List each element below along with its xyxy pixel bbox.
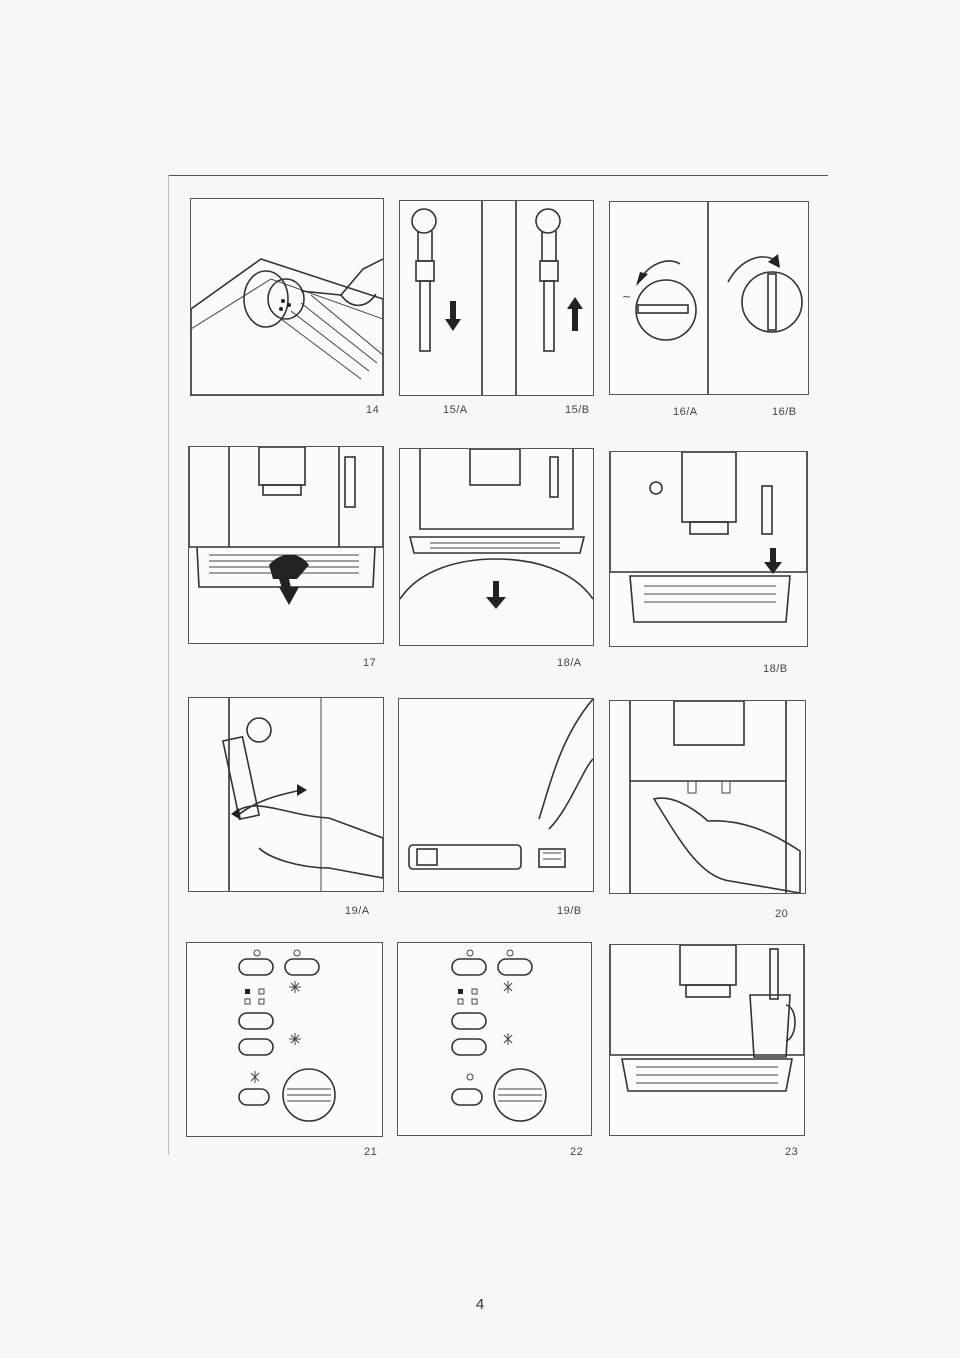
figure-21-caption: 21 — [364, 1146, 378, 1158]
figure-16-panel: ~ — [609, 201, 809, 395]
figure-14-caption: 14 — [366, 404, 380, 416]
left-margin-rule — [168, 175, 169, 1155]
figure-18b-drawing — [610, 452, 807, 623]
figure-17-panel — [188, 446, 384, 644]
figure-19a-caption: 19/A — [345, 905, 370, 917]
figure-17-caption: 17 — [363, 657, 377, 669]
figure-20-caption: 20 — [775, 908, 789, 920]
figure-19b-caption: 19/B — [557, 905, 582, 917]
figure-20-panel — [609, 700, 806, 894]
figure-20-drawing — [629, 701, 801, 893]
page-number: 4 — [475, 1296, 485, 1313]
figure-18a-panel — [399, 448, 594, 646]
figure-15b-caption: 15/B — [565, 404, 590, 416]
figure-16a-caption: 16/A — [673, 406, 698, 418]
figure-16-drawing: ~ — [622, 202, 803, 394]
figure-23-caption: 23 — [785, 1146, 799, 1158]
figure-18b-panel — [609, 451, 808, 647]
figure-19b-drawing — [408, 699, 593, 870]
figure-18a-caption: 18/A — [557, 657, 582, 669]
top-rule — [168, 175, 828, 176]
figure-22-panel — [397, 942, 592, 1136]
figure-21-drawing — [238, 949, 336, 1122]
figure-22-drawing — [451, 949, 547, 1122]
figure-16b-caption: 16/B — [772, 406, 797, 418]
figure-17-drawing — [189, 447, 383, 605]
figure-23-drawing — [610, 945, 804, 1092]
figure-19a-panel — [188, 697, 384, 892]
figure-22-caption: 22 — [570, 1146, 584, 1158]
figure-15-drawing — [411, 201, 583, 395]
figure-18b-caption: 18/B — [763, 663, 788, 675]
figure-18a-drawing — [400, 449, 593, 609]
svg-text:~: ~ — [622, 290, 631, 303]
figure-15-panel — [399, 200, 594, 396]
figure-19b-panel — [398, 698, 594, 892]
figure-19a-drawing — [221, 698, 383, 891]
figure-15a-caption: 15/A — [443, 404, 468, 416]
figure-14-panel — [190, 198, 384, 396]
figure-23-panel — [609, 944, 805, 1136]
figure-21-panel — [186, 942, 383, 1137]
figure-14-drawing — [191, 258, 383, 395]
